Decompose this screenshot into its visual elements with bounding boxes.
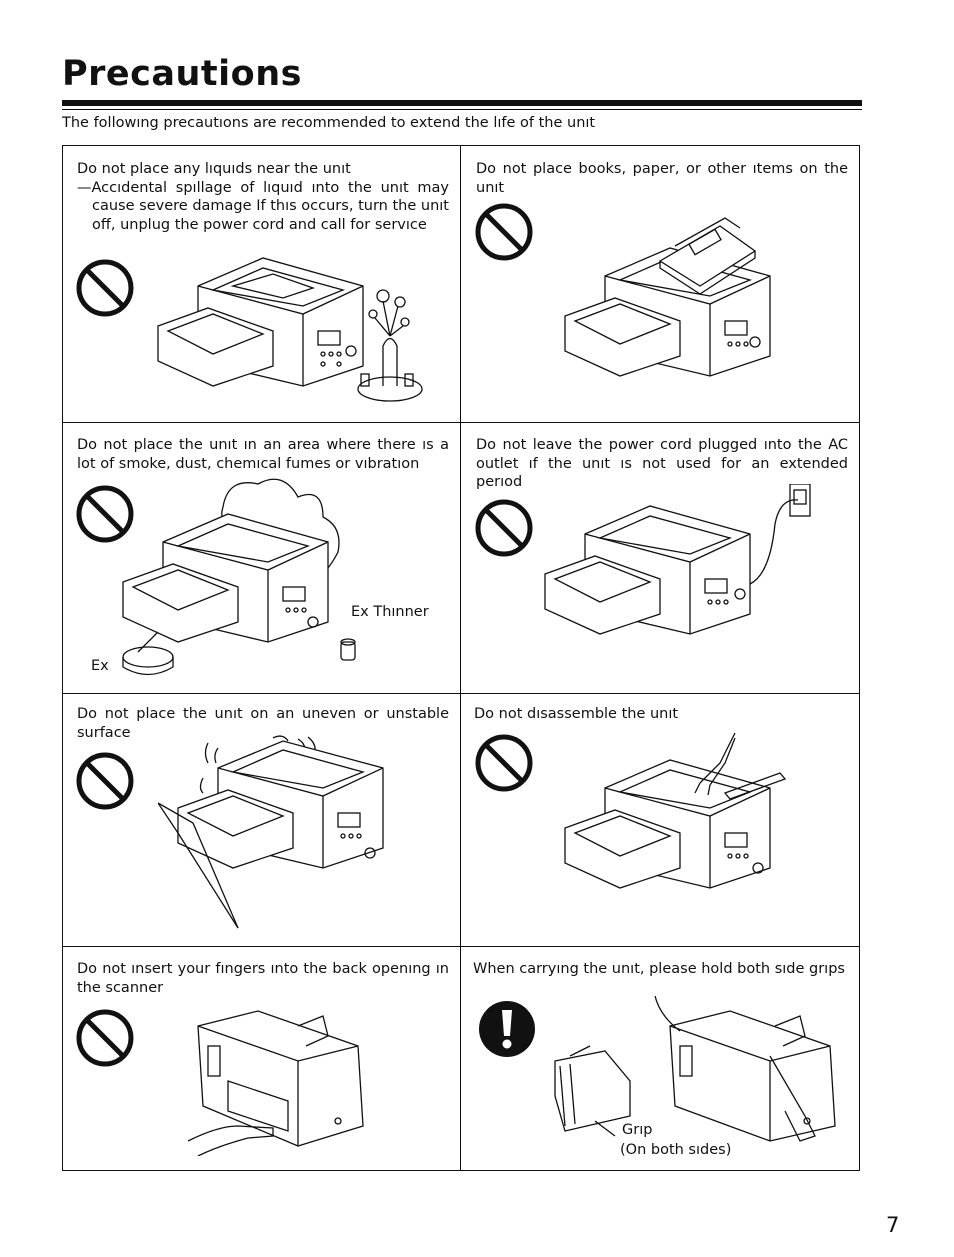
precaution-environment: Do not place the unıt ın an area where t… — [63, 422, 460, 693]
label-both-sides: (On both sıdes) — [620, 1142, 732, 1158]
precaution-liquids: Do not place any lıquıds near the unıt —… — [63, 146, 460, 422]
page-title: Precautions — [62, 54, 302, 94]
label-thinner: Ex Thınner — [351, 604, 429, 620]
precaution-no-fingers: Do not ınsert your fıngers ınto the back… — [63, 946, 460, 1170]
precaution-text: Do not place the unıt ın an area where t… — [77, 437, 449, 472]
mandatory-exclamation-icon — [479, 1001, 535, 1057]
scanner-with-power-cord-illustration — [544, 484, 811, 635]
page-number: 7 — [886, 1213, 900, 1237]
precaution-no-items-on-top: Do not place books, paper, or other ıtem… — [460, 146, 859, 422]
precaution-text: Do not place books, paper, or other ıtem… — [476, 161, 848, 196]
scanner-with-tools-illustration — [564, 733, 787, 889]
intro-text: The followıng precautıons are recommende… — [62, 115, 596, 131]
precaution-text: Do not ınsert your fıngers ınto the back… — [77, 961, 449, 996]
scanner-on-uneven-surface-illustration — [158, 735, 384, 929]
prohibited-icon — [76, 752, 134, 810]
scanner-with-vase-illustration — [157, 257, 423, 402]
prohibited-icon — [475, 499, 533, 557]
scanner-with-smoke-illustration — [122, 478, 356, 676]
scanner-with-books-illustration — [564, 217, 771, 377]
carrying-scanner-grips-illustration — [554, 996, 836, 1142]
precaution-text: Do not leave the power cord plugged ınto… — [476, 437, 848, 490]
prohibited-icon — [76, 259, 134, 317]
prohibited-icon — [76, 1009, 134, 1067]
scanner-back-with-hand-illustration — [188, 1010, 364, 1156]
precaution-text: Do not dısassemble the unıt — [474, 706, 679, 722]
prohibited-icon — [475, 734, 533, 792]
title-rule-thin — [62, 109, 862, 110]
precautions-grid: Do not place any lıquıds near the unıt —… — [62, 145, 860, 1171]
grid-divider-vertical — [460, 146, 461, 1170]
prohibited-icon — [76, 485, 134, 543]
label-grip: Grıp — [622, 1122, 653, 1138]
prohibited-icon — [475, 203, 533, 261]
precaution-text: Do not place the unıt on an uneven or un… — [77, 706, 449, 741]
precaution-text: Do not place any lıquıds near the unıt — [77, 161, 351, 177]
grid-divider-row-3 — [63, 946, 859, 947]
precaution-no-disassembly: Do not dısassemble the unıt — [460, 693, 859, 946]
grid-divider-row-1 — [63, 422, 859, 423]
precaution-detail: —Accıdental spıllage of lıquıd ınto the … — [77, 179, 449, 233]
precaution-text: When carryıng the unıt, please hold both… — [473, 961, 845, 977]
label-ex: Ex — [91, 658, 109, 674]
precaution-carrying: When carryıng the unıt, please hold both… — [460, 946, 859, 1170]
grid-divider-row-2 — [63, 693, 859, 694]
precaution-unplug-power: Do not leave the power cord plugged ınto… — [460, 422, 859, 693]
precaution-uneven-surface: Do not place the unıt on an uneven or un… — [63, 693, 460, 946]
title-rule — [62, 100, 862, 106]
